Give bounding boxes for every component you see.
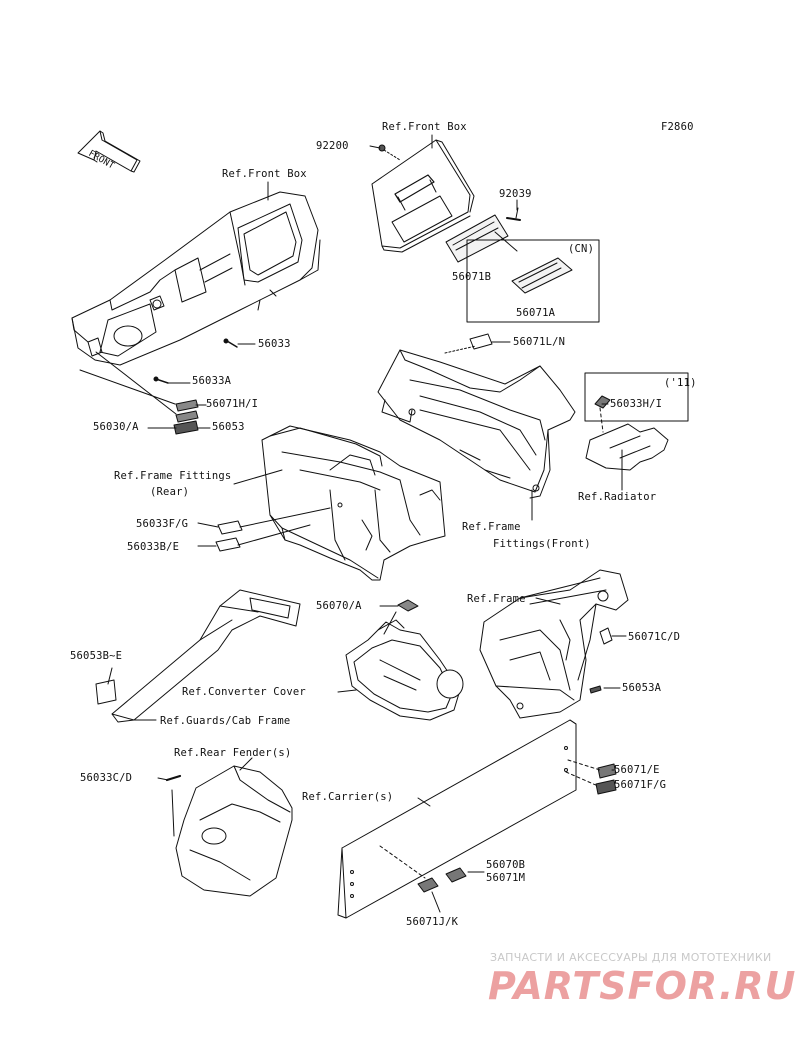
part-56030a-label: 56030/A bbox=[93, 421, 139, 433]
radiator-bracket bbox=[585, 423, 669, 471]
screw-56033-icon bbox=[223, 338, 238, 348]
ref-radiator-label: Ref.Radiator bbox=[578, 491, 657, 503]
part-56033-label: 56033 bbox=[258, 338, 291, 350]
watermark-logo: PARTSFOR.RU bbox=[488, 964, 797, 1008]
part-56071jk-label: 56071J/K bbox=[406, 916, 459, 928]
part-56071fg-label: 56071F/G bbox=[614, 779, 667, 791]
small-labels-left bbox=[173, 399, 199, 435]
ref-frame-fittings-rear-label-2: (Rear) bbox=[150, 486, 190, 498]
ref-carrier-label: Ref.Carrier(s) bbox=[302, 791, 394, 803]
ref-rear-fender-label: Ref.Rear Fender(s) bbox=[174, 747, 292, 759]
year-11-label: ('11) bbox=[664, 377, 697, 389]
part-92039-label: 92039 bbox=[499, 188, 532, 200]
ref-front-box-top-label: Ref.Front Box bbox=[382, 121, 467, 133]
part-56070b-label: 56070B bbox=[486, 859, 526, 871]
part-56071b-label: 56071B bbox=[452, 271, 492, 283]
part-56033hi-label: 56033H/I bbox=[610, 398, 663, 410]
carrier-panel bbox=[337, 719, 577, 919]
part-56033cd-label: 56033C/D bbox=[80, 772, 133, 784]
part-56071cd-label: 56071C/D bbox=[628, 631, 681, 643]
rear-fender bbox=[175, 765, 293, 897]
screw-56033a-icon bbox=[153, 376, 169, 384]
label-56071a-plate bbox=[511, 257, 573, 294]
label-56071b-plate bbox=[445, 214, 509, 263]
converter-cover bbox=[345, 619, 464, 721]
frame-fittings-rear bbox=[261, 425, 446, 581]
year-11-box bbox=[584, 372, 689, 422]
diagram-code: F2860 bbox=[661, 121, 694, 133]
ref-frame-label: Ref.Frame bbox=[467, 593, 526, 605]
ref-guards-cab-frame-label: Ref.Guards/Cab Frame bbox=[160, 715, 291, 727]
part-56033be-label: 56033B/E bbox=[127, 541, 180, 553]
ref-frame-fittings-front-label-2: Fittings(Front) bbox=[493, 538, 591, 550]
ref-frame-fittings-rear-label-1: Ref.Frame Fittings bbox=[114, 470, 232, 482]
frame-structure bbox=[479, 569, 629, 719]
guards-cab-frame bbox=[111, 589, 301, 723]
part-56071a-label: 56071A bbox=[516, 307, 556, 319]
part-56071ln-label: 56071L/N bbox=[513, 336, 566, 348]
ref-converter-cover-label: Ref.Converter Cover bbox=[182, 686, 306, 698]
part-56033a-label: 56033A bbox=[192, 375, 232, 387]
cn-region-label: (CN) bbox=[568, 243, 595, 255]
part-56053-label: 56053 bbox=[212, 421, 245, 433]
ref-front-box-left-label: Ref.Front Box bbox=[222, 168, 307, 180]
part-56053be-label: 56053B~E bbox=[70, 650, 123, 662]
watermark-tagline: ЗАПЧАСТИ И АКСЕССУАРЫ ДЛЯ МОТОТЕХНИКИ bbox=[490, 951, 772, 964]
part-92200-label: 92200 bbox=[316, 140, 349, 152]
part-56053a-label: 56053A bbox=[622, 682, 662, 694]
ref-frame-fittings-front-label-1: Ref.Frame bbox=[462, 521, 521, 533]
part-56033fg-label: 56033F/G bbox=[136, 518, 189, 530]
part-56071m-label: 56071M bbox=[486, 872, 526, 884]
part-56070a-label: 56070/A bbox=[316, 600, 362, 612]
part-56071e-label: 56071/E bbox=[614, 764, 660, 776]
frame-fittings-front bbox=[377, 349, 576, 499]
part-56071hi-label: 56071H/I bbox=[206, 398, 259, 410]
cn-box bbox=[466, 239, 600, 323]
dashboard-front-box bbox=[71, 191, 321, 366]
front-arrow-icon bbox=[77, 130, 141, 173]
front-box-lid bbox=[371, 139, 475, 253]
